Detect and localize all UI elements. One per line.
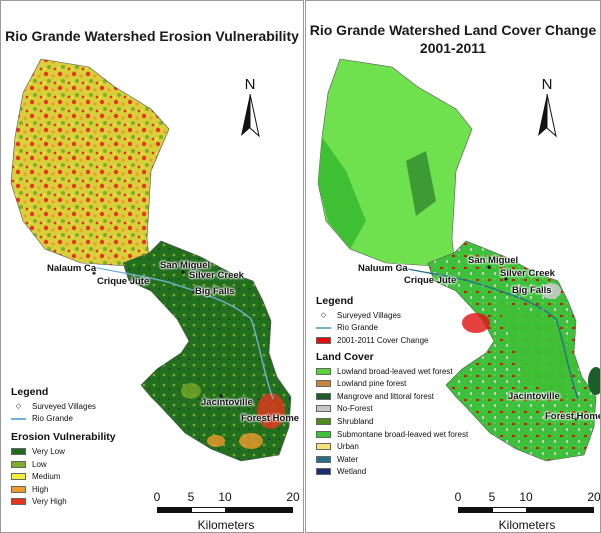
scale-tick: 5 [488,490,496,504]
legend-swatch [316,430,331,438]
legend-class-label: Urban [337,442,359,452]
village-point-icon: ◇ [15,403,22,411]
legend-class-label: Water [337,454,359,464]
scale-tick: 20 [286,490,300,504]
river-line [92,266,274,400]
legend-swatch [11,460,26,468]
scale-tick: 0 [153,490,161,504]
village-label: Silver Creek [500,268,555,279]
river-line-icon [11,418,26,420]
scale-tick: 10 [519,490,533,504]
legend-swatch [316,367,331,375]
landcover-legend: Legend ◇ Surveyed Villages Rio Grande 200… [316,293,468,478]
lower-watershed-region [122,240,292,462]
legend-river-label: Rio Grande [337,323,378,333]
legend-swatch [316,336,331,344]
legend-class-label: Lowland pine forest [337,379,407,389]
legend-swatch [316,392,331,400]
village-point-icon: ◇ [320,312,327,320]
legend-swatch [11,485,26,493]
legend-class-label: Very High [32,497,67,507]
legend-class-label: Wetland [337,467,367,477]
village-label: San Miguel [160,260,211,271]
village-label: Jacintoville [201,397,253,408]
erosion-map-title: Rio Grande Watershed Erosion Vulnerabili… [5,28,299,44]
legend-class-label: Shrubland [337,416,374,426]
village-label: Silver Creek [189,270,244,281]
legend-villages-label: Surveyed Villages [337,310,401,320]
legend-swatch [316,417,331,425]
landcover-map-title: Rio Grande Watershed Land Cover Change [309,22,597,38]
scale-tick: 20 [587,490,601,504]
scale-tick: 0 [454,490,462,504]
landcover-map-subtitle: 2001-2011 [419,40,487,56]
scale-unit: Kilometers [197,518,255,532]
legend-swatch [316,443,331,451]
scale-tick: 5 [187,490,195,504]
legend-swatch [316,468,331,476]
legend-heading: Legend [316,295,354,307]
legend-class-label: Mangrove and littoral forest [337,391,434,401]
legend-subheading: Land Cover [316,350,374,363]
legend-class-label: No-Forest [337,404,373,414]
legend-subheading: Erosion Vulnerability [11,431,116,444]
legend-villages-label: Surveyed Villages [32,401,96,411]
legend-swatch [316,380,331,388]
river-line-icon [316,327,331,329]
erosion-legend: Legend ◇ Surveyed Villages Rio Grande Ero… [11,384,116,508]
scale-bar: 0 5 10 20 Kilometers [452,490,601,532]
village-label: Crique Jute [404,275,457,286]
north-arrow-icon: N [237,76,263,138]
legend-swatch [11,498,26,506]
legend-class-label: Submontane broad-leaved wet forest [337,429,469,439]
landcover-map-panel: Rio Grande Watershed Land Cover Change 2… [305,0,601,533]
legend-heading: Legend [11,386,49,398]
legend-class-label: High [32,484,49,494]
legend-class-label: Medium [32,472,61,482]
scale-unit: Kilometers [498,518,556,532]
village-label: Forest Home [241,413,300,424]
landcover-map [317,58,600,462]
village-label: Big Falls [195,286,235,297]
legend-swatch [316,455,331,463]
legend-swatch [316,405,331,413]
scale-bar: 0 5 10 20 Kilometers [151,490,303,532]
erosion-map [10,58,292,462]
erosion-map-panel: Rio Grande Watershed Erosion Vulnerabili… [0,0,304,533]
legend-swatch [11,447,26,455]
village-label: San Miguel [468,255,519,266]
legend-swatch [11,473,26,481]
north-arrow-icon: N [534,76,560,138]
village-label: Forest Home [545,411,601,422]
upper-watershed-region [10,58,170,267]
legend-class-label: Very Low [32,446,65,456]
village-label: Nalaum Ca [47,263,97,274]
legend-river-label: Rio Grande [32,414,73,424]
village-label: Crique Jute [97,276,150,287]
village-label: Big Falls [512,285,552,296]
legend-class-label: Low [32,459,47,469]
village-label: Naluum Ca [358,263,408,274]
legend-change-label: 2001-2011 Cover Change [337,335,429,345]
legend-class-label: Lowland broad-leaved wet forest [337,366,453,376]
scale-tick: 10 [218,490,232,504]
village-label: Jacintoville [508,391,560,402]
river-line [397,266,579,400]
